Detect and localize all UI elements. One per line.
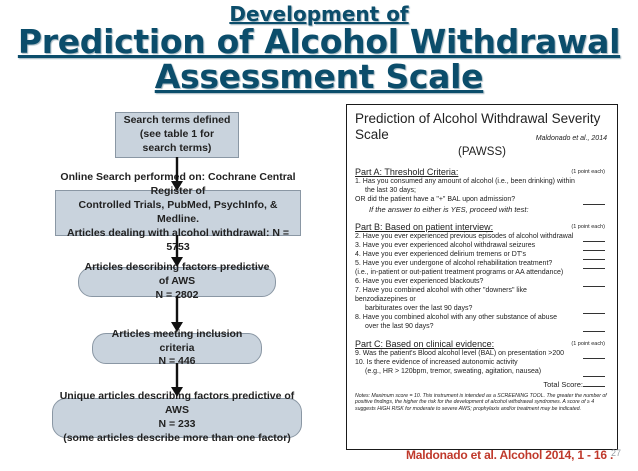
question-1-cont: the last 30 days; <box>365 187 416 195</box>
question-9-text: 9. Was the patient's Blood alcohol level… <box>355 349 565 357</box>
total-score: Total Score: <box>355 380 609 389</box>
page-number: 27 <box>611 448 622 458</box>
pawss-title: Prediction of Alcohol Withdrawal Severit… <box>355 111 601 143</box>
slide-title: Development of Prediction of Alcohol Wit… <box>0 4 638 94</box>
title-line-2: Prediction of Alcohol Withdrawal <box>17 22 621 61</box>
question-2-text: 2. Have you ever experienced previous ep… <box>355 233 574 241</box>
total-score-blank <box>583 385 605 387</box>
question-8: 8. Have you combined alcohol with any ot… <box>355 313 557 321</box>
flow-box-online-search: Online Search performed on: Cochrane Cen… <box>55 171 301 253</box>
title-line-1: Development of <box>229 2 409 26</box>
question-1-or: OR did the patient have a "+" BAL upon a… <box>355 196 609 206</box>
total-score-label: Total Score: <box>543 379 583 389</box>
answer-blank <box>583 204 605 206</box>
arrow-down-4 <box>171 363 183 397</box>
question-7: 7. Have you combined alcohol with other … <box>355 287 527 303</box>
answer-blank <box>583 312 605 314</box>
citation: Maldonado et al. Alcohol 2014, 1 - 16 . <box>406 448 614 462</box>
answer-blank <box>583 357 605 359</box>
question-3-text: 3. Have you ever experienced alcohol wit… <box>355 242 536 250</box>
pawss-scale-panel: Prediction of Alcohol Withdrawal Severit… <box>346 104 618 450</box>
question-6-text: 6. Have you ever experienced blackouts? <box>355 278 484 286</box>
arrow-down-2 <box>171 235 183 267</box>
title-line-3: Assessment Scale <box>154 56 484 96</box>
part-b-heading: Part B: Based on patient interview: (1 p… <box>355 222 609 233</box>
question-1-or-text: OR did the patient have a "+" BAL upon a… <box>355 196 516 204</box>
answer-blank <box>583 241 605 243</box>
question-3: 3. Have you ever experienced alcohol wit… <box>355 242 609 252</box>
question-8-cont: over the last 90 days? <box>355 323 609 332</box>
question-10: 10. Is there evidence of increased auton… <box>355 358 518 366</box>
question-9: 9. Was the patient's Blood alcohol level… <box>355 350 609 359</box>
part-c-label: Part C: Based on clinical evidence: <box>355 338 495 349</box>
part-b-label: Part B: Based on patient interview: <box>355 221 494 232</box>
pawss-notes: Notes: Maximum score = 10. This instrume… <box>355 392 607 412</box>
question-7-cont-text: barbiturates over the last 90 days? <box>365 304 473 312</box>
pawss-subtitle: (PAWSS) <box>458 146 506 159</box>
part-c-points: (1 point each) <box>571 340 605 347</box>
question-10-cont-text: (e.g., HR > 120bpm, tremor, sweating, ag… <box>365 367 542 375</box>
question-5-text: 5. Have you ever undergone of alcohol re… <box>355 260 553 268</box>
flow-box-search-terms: Search terms defined (see table 1 for se… <box>115 112 239 158</box>
pawss-author: Maldonado et al., 2014 <box>535 135 607 142</box>
question-7-cont: barbiturates over the last 90 days? <box>355 305 609 314</box>
part-a-points: (1 point each) <box>571 169 605 176</box>
arrow-down-1 <box>171 157 183 191</box>
part-a-heading: Part A: Threshold Criteria: (1 point eac… <box>355 167 609 178</box>
question-5: 5. Have you ever undergone of alcohol re… <box>355 260 609 270</box>
question-6: 6. Have you ever experienced blackouts? <box>355 278 609 288</box>
answer-blank <box>583 259 605 261</box>
part-a-instruction: If the answer to either is YES, proceed … <box>369 205 529 215</box>
flow-box-unique-articles: Unique articles describing factors predi… <box>52 390 302 444</box>
question-1: 1. Has you consumed any amount of alcoho… <box>355 178 575 186</box>
part-c-heading: Part C: Based on clinical evidence: (1 p… <box>355 339 609 350</box>
question-5-cont: (i.e., in-patient or out-patient treatme… <box>355 269 564 277</box>
question-10-cont: (e.g., HR > 120bpm, tremor, sweating, ag… <box>355 368 609 377</box>
part-a-label: Part A: Threshold Criteria: <box>355 167 459 178</box>
answer-blank <box>583 250 605 252</box>
part-b-points: (1 point each) <box>571 223 605 230</box>
flow-box-inclusion-criteria: Articles meeting inclusion criteria N = … <box>92 328 262 367</box>
question-8-cont-text: over the last 90 days? <box>365 322 434 330</box>
answer-blank <box>583 286 605 288</box>
arrow-down-3 <box>171 296 183 332</box>
answer-blank <box>583 375 605 377</box>
question-4: 4. Have you ever experienced delirium tr… <box>355 251 609 261</box>
question-4-text: 4. Have you ever experienced delirium tr… <box>355 251 526 259</box>
answer-blank <box>583 330 605 332</box>
flow-box-articles-predictive: Articles describing factors predictive o… <box>78 261 276 301</box>
answer-blank <box>583 268 605 270</box>
question-2: 2. Have you ever experienced previous ep… <box>355 233 609 243</box>
